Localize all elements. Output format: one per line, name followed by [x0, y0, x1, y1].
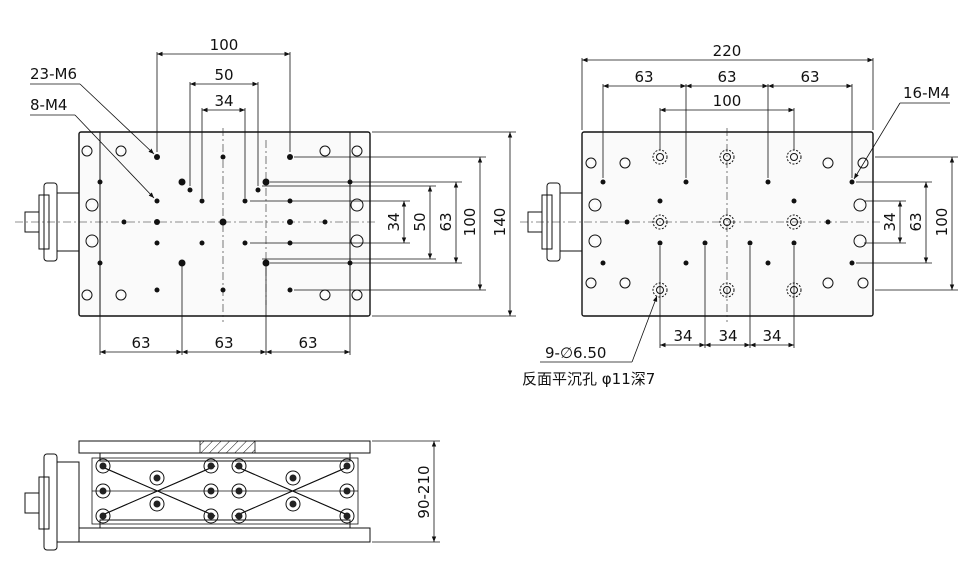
left-holes: [81, 145, 364, 301]
dim-220: 220: [713, 42, 742, 60]
dim-50: 50: [214, 66, 233, 84]
dim-34: 34: [214, 92, 233, 110]
left-top-view: 100 50 34 23-M6 8-M4: [15, 36, 516, 355]
dim-r63-c: 63: [800, 68, 819, 86]
callout-23-m6: 23-M6: [30, 65, 77, 83]
left-callouts: 23-M6 8-M4: [30, 65, 155, 199]
side-height-dimension: 90-210: [372, 440, 440, 543]
dim-r-34: 34: [385, 212, 403, 231]
dim-r-100: 100: [461, 208, 479, 237]
scissor-links: [91, 457, 359, 525]
callout-16-m4: 16-M4: [903, 84, 950, 102]
note-counterbore: 反面平沉孔 φ11深7: [522, 370, 655, 388]
right-bottom-dimensions: 34 34 34: [659, 246, 795, 348]
pivot-bolts: [95, 458, 355, 524]
dim-r63-a: 63: [634, 68, 653, 86]
right-side-dimensions: 34 63 100: [856, 156, 958, 291]
dim-r-140: 140: [491, 208, 509, 237]
right-callout: 16-M4: [853, 84, 950, 180]
right-holes: [585, 149, 869, 298]
side-bottom-plate: [78, 527, 371, 543]
dim-63-a: 63: [131, 334, 150, 352]
left-top-plate: [99, 131, 351, 317]
dim-63-c: 63: [298, 334, 317, 352]
left-top-dimensions: 100 50 34: [156, 36, 291, 198]
side-view: 90-210: [24, 440, 440, 551]
dim-63-b: 63: [214, 334, 233, 352]
side-knob: [24, 453, 80, 551]
note-hole-spec: 9-∅6.50: [545, 344, 606, 362]
dim-rr-63: 63: [907, 212, 925, 231]
left-bottom-dimensions: 63 63 63: [99, 266, 351, 355]
right-top-view: 220 63 63 63 100 16-M4 34: [520, 42, 958, 388]
dim-rr-100: 100: [933, 208, 951, 237]
dim-r100: 100: [713, 92, 742, 110]
right-top-dimensions: 220 63 63 63 100: [581, 42, 874, 178]
dim-100: 100: [210, 36, 239, 54]
callout-8-m4: 8-M4: [30, 96, 67, 114]
dim-b34-c: 34: [762, 327, 781, 345]
dim-b34-b: 34: [718, 327, 737, 345]
left-right-dimensions: 34 50 63 100 140: [250, 131, 516, 317]
dim-r-50: 50: [411, 212, 429, 231]
dim-height-range: 90-210: [415, 465, 433, 518]
dim-r-63: 63: [437, 212, 455, 231]
dim-r63-b: 63: [717, 68, 736, 86]
dim-b34-a: 34: [673, 327, 692, 345]
right-base-plate: [581, 131, 874, 317]
counterbore-note: 9-∅6.50 反面平沉孔 φ11深7: [522, 295, 658, 388]
dim-rr-34: 34: [881, 212, 899, 231]
